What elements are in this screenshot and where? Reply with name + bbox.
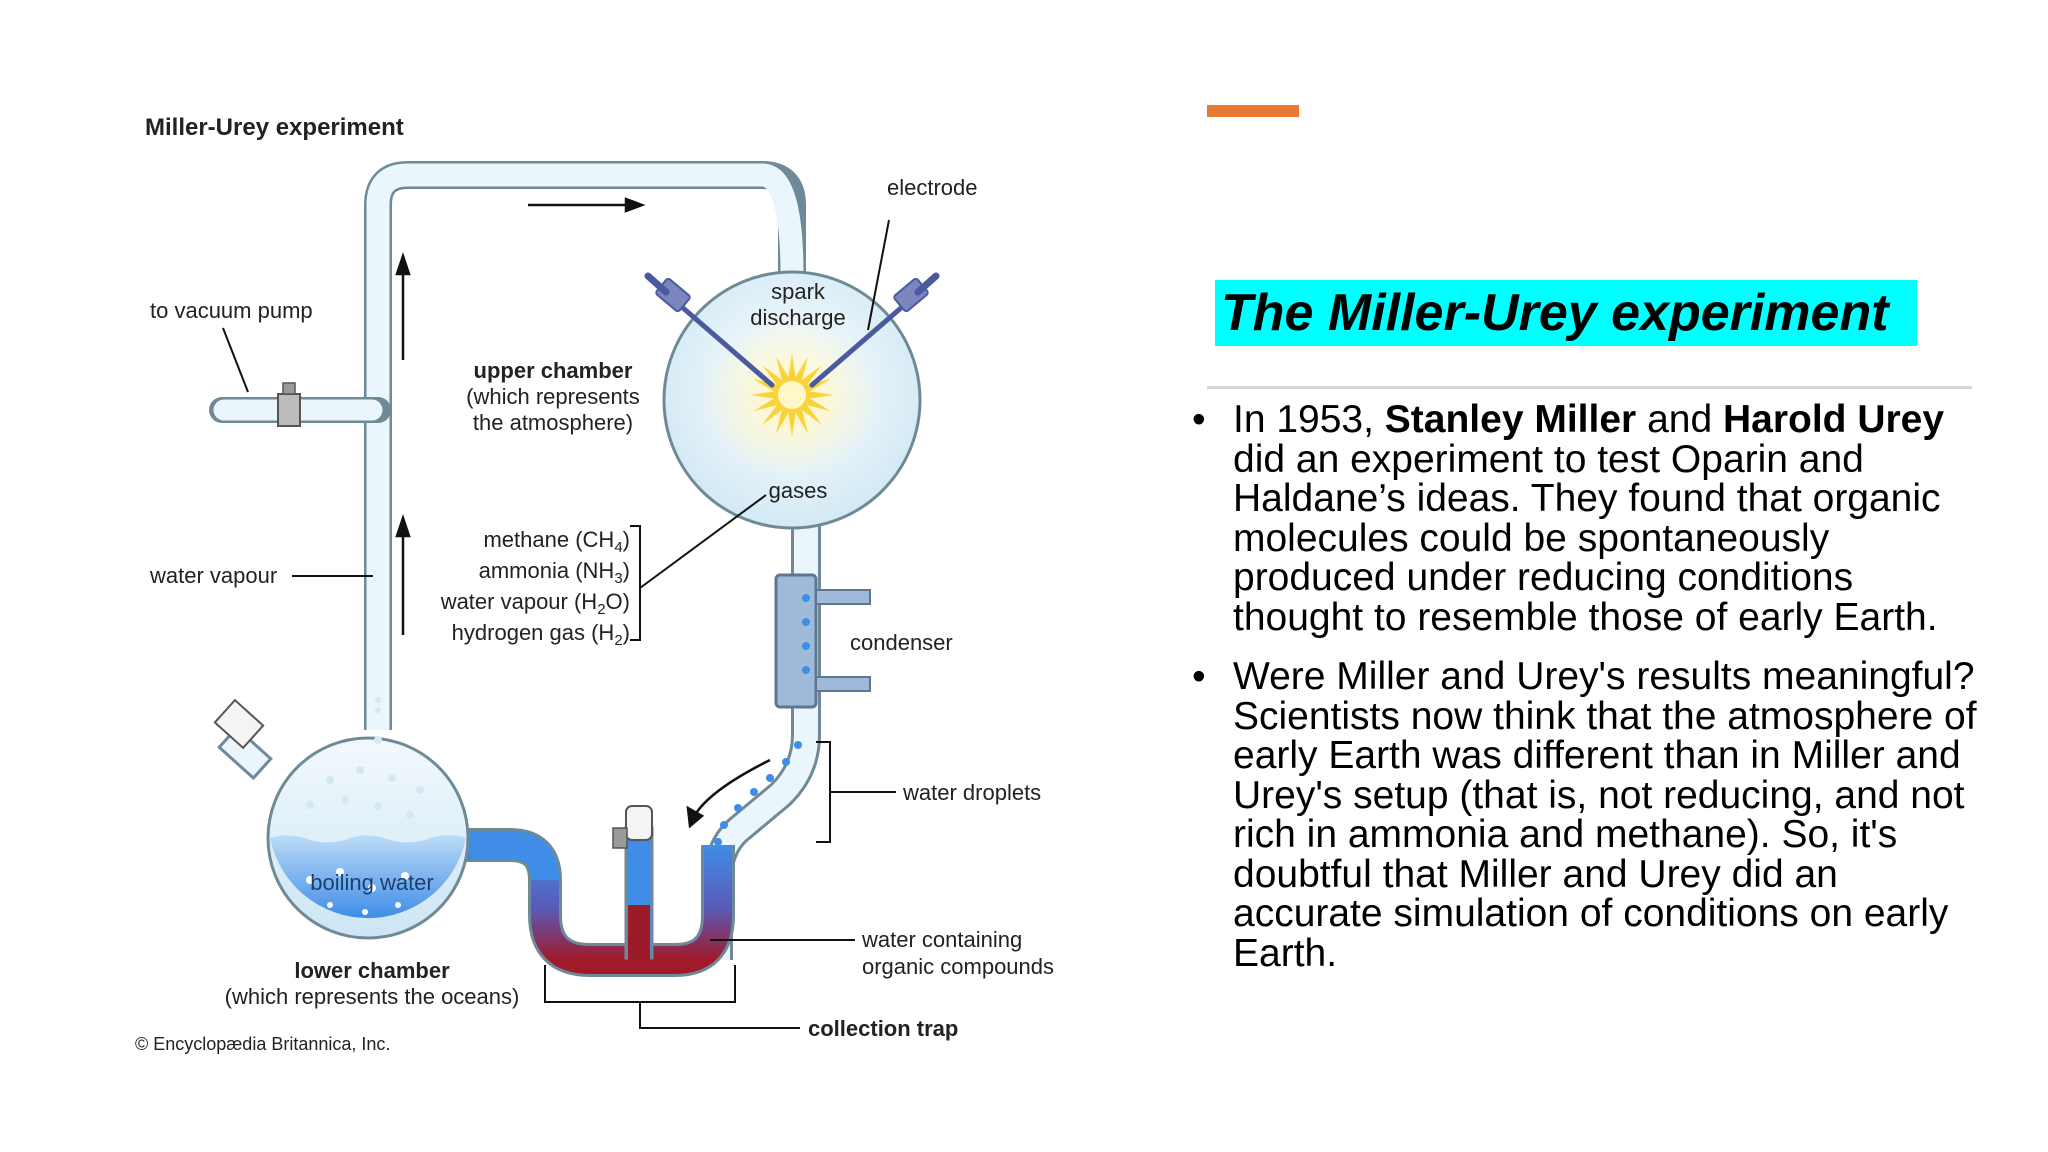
lower-flask-neck — [217, 725, 273, 781]
trap-stopcock-handle — [612, 827, 628, 849]
flow-arrows — [395, 197, 771, 829]
bullet-list: • In 1953, Stanley Miller and Harold Urey… — [1192, 400, 1992, 993]
top-tube-fill — [366, 163, 804, 730]
condenser — [774, 573, 818, 709]
label-methane: methane (CH4) — [483, 527, 630, 556]
bullet-dot: • — [1192, 398, 1206, 441]
miller-urey-diagram: Miller-Urey experiment to vacuum pump el… — [135, 114, 1054, 1054]
bullet-1-bold-2: Harold Urey — [1722, 398, 1945, 441]
vacuum-stopcock — [277, 393, 301, 427]
vapor-bubbles — [306, 697, 424, 819]
bullet-item: • In 1953, Stanley Miller and Harold Urey… — [1192, 400, 1992, 637]
boiling-bubbles — [306, 868, 409, 915]
label-spark-1: spark — [771, 279, 826, 304]
slide-title: The Miller-Urey experiment — [1215, 280, 1917, 346]
condenser-port-bottom — [815, 676, 871, 692]
vacuum-stopcock-handle — [282, 382, 296, 395]
accent-bar — [1207, 105, 1299, 117]
bullet-1-text-2: and — [1636, 398, 1723, 441]
label-vacuum-pump: to vacuum pump — [150, 298, 313, 323]
bullet-item: • Were Miller and Urey's results meaningf… — [1192, 657, 1992, 973]
label-boiling-water: boiling water — [310, 870, 434, 895]
label-spark-2: discharge — [750, 305, 845, 330]
trap-stopcock — [625, 805, 653, 841]
label-collection-trap: collection trap — [808, 1016, 958, 1041]
spark-burst — [750, 353, 834, 437]
label-lower-chamber: lower chamber — [294, 958, 450, 983]
label-upper-note-1: (which represents — [466, 384, 640, 409]
u-tube-outline — [440, 828, 735, 977]
diagram-title: Miller-Urey experiment — [145, 114, 404, 141]
lower-flask-stopper — [213, 698, 265, 750]
bullet-1-text-1: In 1953, — [1233, 398, 1385, 441]
label-water-containing-2: organic compounds — [862, 954, 1054, 979]
label-condenser: condenser — [850, 630, 953, 655]
label-water-droplets: water droplets — [902, 780, 1041, 805]
copyright: © Encyclopædia Britannica, Inc. — [135, 1034, 390, 1054]
label-water-vapour-gas: water vapour (H2O) — [440, 589, 630, 618]
electrodes — [644, 272, 940, 388]
trap-stem-red — [628, 905, 650, 961]
bullet-1-bold-1: Stanley Miller — [1384, 398, 1637, 441]
bullet-1-text-3: did an experiment to test Oparin and Hal… — [1233, 437, 1941, 639]
label-lower-note: (which represents the oceans) — [225, 984, 520, 1009]
water-droplets-dots — [714, 594, 810, 846]
diagram-labels: Miller-Urey experiment to vacuum pump el… — [135, 114, 1054, 1054]
title-divider — [1207, 386, 1972, 389]
bullet-2-text: Were Miller and Urey's results meaningfu… — [1233, 655, 1977, 975]
condenser-port-top — [815, 589, 871, 605]
label-ammonia: ammonia (NH3) — [479, 558, 630, 587]
leader-lines — [222, 219, 896, 1029]
label-water-containing-1: water containing — [861, 927, 1022, 952]
label-gases: gases — [769, 478, 828, 503]
bullet-dot: • — [1192, 655, 1206, 698]
label-upper-chamber: upper chamber — [474, 358, 633, 383]
boiling-water-fill — [270, 835, 466, 919]
label-water-vapour: water vapour — [149, 563, 277, 588]
label-upper-note-2: the atmosphere) — [473, 410, 633, 435]
label-electrode: electrode — [887, 175, 978, 200]
label-hydrogen: hydrogen gas (H2) — [452, 620, 630, 649]
u-tube-water — [470, 831, 559, 881]
